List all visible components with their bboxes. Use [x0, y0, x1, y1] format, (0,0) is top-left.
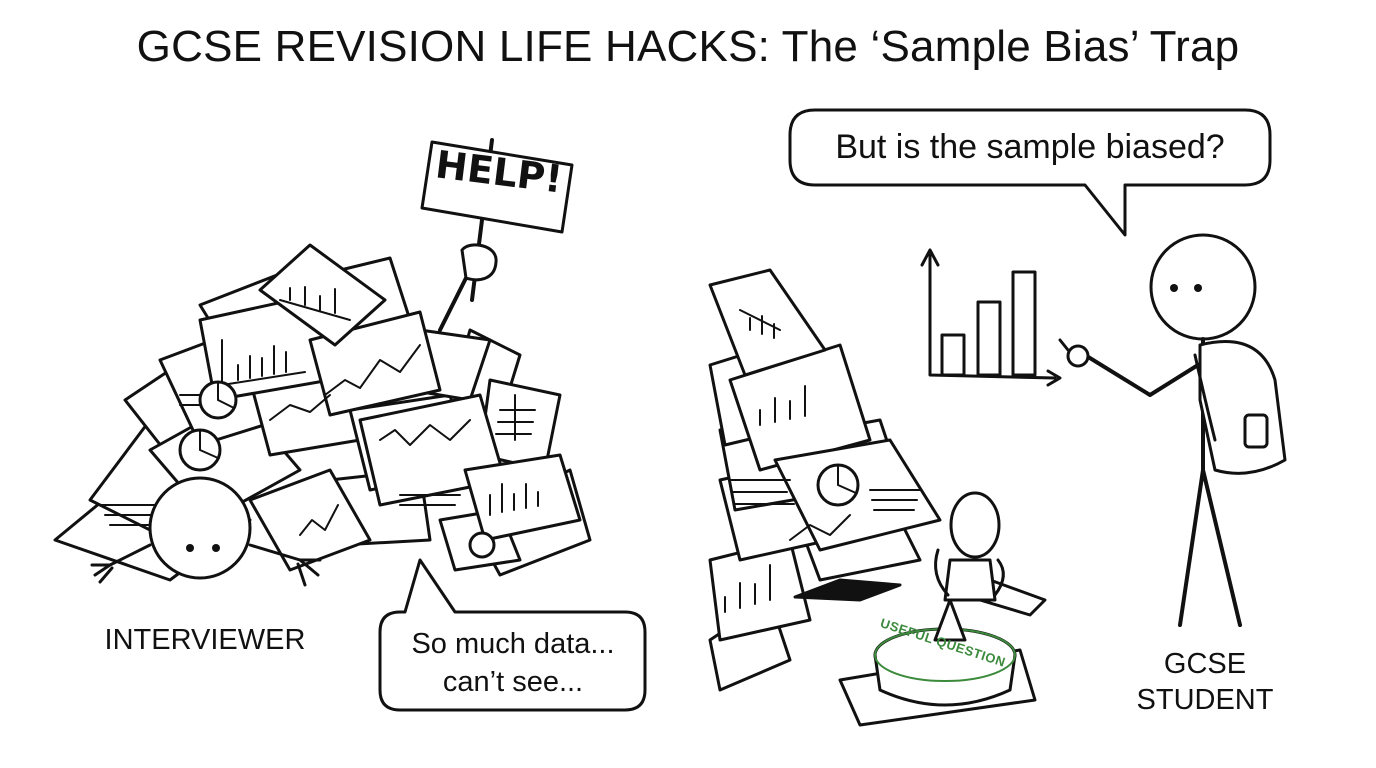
bar-chart-drawing [920, 248, 1062, 387]
paper-sheet [248, 468, 372, 572]
paper-sheet [463, 453, 582, 542]
student-label: GCSE STUDENT [1120, 646, 1290, 718]
gcse-student-figure [1058, 233, 1287, 627]
backpack-icon [1198, 340, 1287, 475]
speech-bubble-left [378, 558, 647, 712]
chart-scribbles-left [99, 286, 539, 536]
pointing-hand-icon [1066, 344, 1090, 368]
hand-icon [460, 243, 498, 282]
paper-sheet [708, 268, 827, 377]
stamp-icon [873, 491, 1017, 707]
student-label-line: GCSE [1163, 648, 1247, 680]
page-title: GCSE REVISION LIFE HACKS: The ‘Sample Bi… [136, 22, 1240, 71]
help-sign-board [420, 140, 574, 234]
chart-scribbles-right [724, 309, 921, 613]
paper-pile-right [708, 268, 1047, 727]
speech-bubble-right-text: But is the sample biased? [835, 128, 1225, 166]
paper-sheet [258, 243, 387, 347]
student-label-line: STUDENT [1136, 684, 1274, 716]
interviewer-figure [90, 476, 322, 587]
paper-pile-left [53, 243, 592, 582]
pie-chart-icon [468, 531, 496, 559]
paper-sheet [773, 438, 942, 552]
speech-bubble-left-text: So much data... can’t see... [380, 625, 646, 701]
speech-bubble-right [788, 108, 1272, 237]
speech-line: So much data... [411, 628, 615, 660]
interviewer-label: INTERVIEWER [104, 624, 306, 656]
speech-line: can’t see... [442, 666, 584, 698]
interviewer-arm [438, 268, 472, 332]
